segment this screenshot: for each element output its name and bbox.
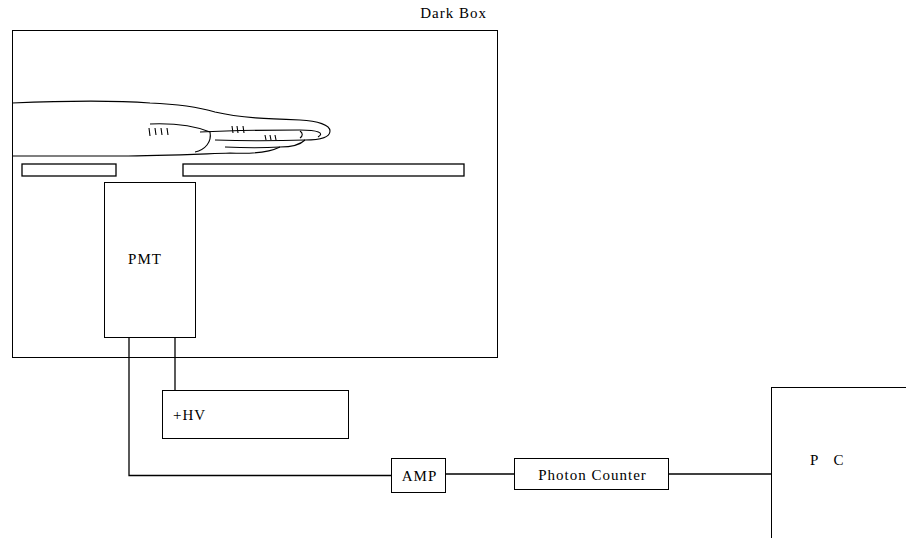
hand-drawing	[12, 101, 330, 156]
wire	[669, 474, 771, 475]
sample-plate	[183, 164, 464, 176]
node-label: +HV	[173, 407, 206, 424]
sample-plate	[22, 164, 116, 176]
wire	[446, 474, 514, 475]
wire	[129, 338, 391, 476]
pc-box: P C	[771, 387, 906, 538]
node-label: AMP	[402, 468, 438, 485]
node-label: P C	[810, 452, 850, 469]
wire	[175, 338, 176, 390]
pmt-box: PMT	[104, 182, 196, 338]
dark-box: Dark BoxPMT	[12, 30, 498, 358]
node-label: PMT	[128, 251, 162, 268]
node-label: Photon Counter	[538, 467, 647, 484]
node-label: Dark Box	[420, 5, 487, 22]
amp-box: AMP	[391, 458, 446, 493]
photon-counter-box: Photon Counter	[514, 458, 669, 490]
hv-supply-box: +HV	[162, 390, 349, 439]
